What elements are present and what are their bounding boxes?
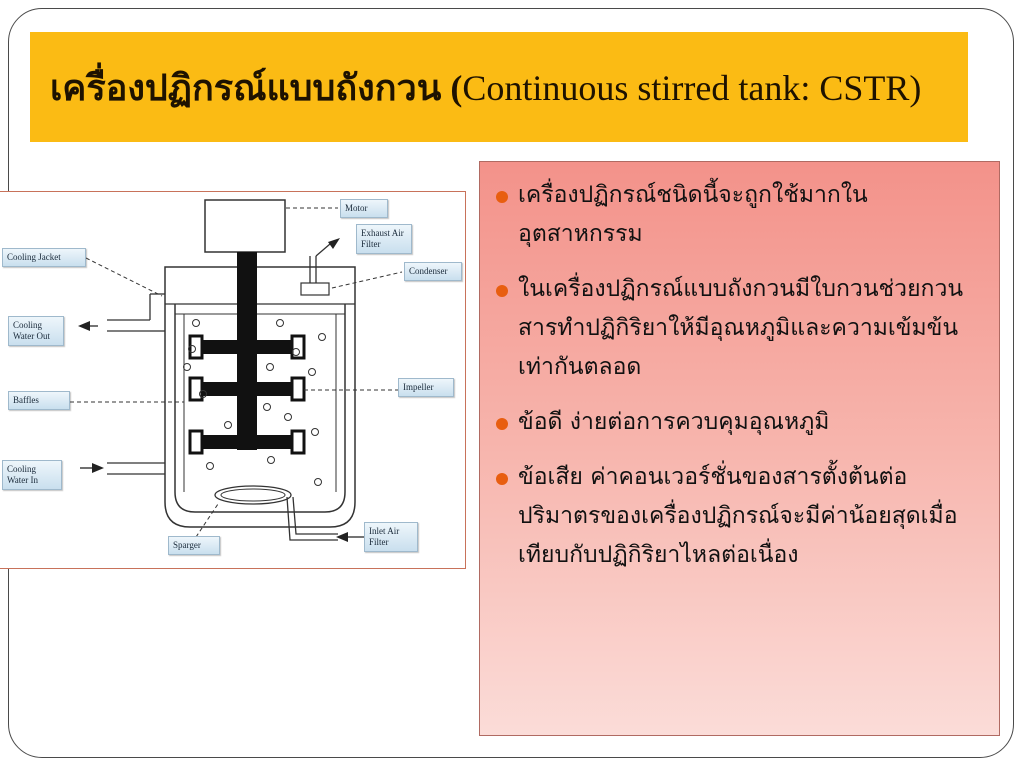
- bullet-dot-icon: [496, 285, 508, 297]
- title-thai: เครื่องปฏิกรณ์แบบถังกวน (: [50, 67, 463, 108]
- bullet-text: ในเครื่องปฏิกรณ์แบบถังกวนมีใบกวนช่วยกวนส…: [518, 276, 964, 380]
- label-cooling-jacket: Cooling Jacket: [2, 248, 86, 267]
- slide-title: เครื่องปฏิกรณ์แบบถังกวน (Continuous stir…: [50, 59, 921, 116]
- label-cooling-water-out: Cooling Water Out: [8, 316, 64, 346]
- bullet-dot-icon: [496, 191, 508, 203]
- bullet-text: ข้อเสีย ค่าคอนเวอร์ชั่นของสารตั้งต้นต่อป…: [518, 464, 958, 568]
- title-english: Continuous stirred tank: CSTR): [462, 67, 922, 108]
- label-baffles: Baffles: [8, 391, 70, 410]
- bullet-dot-icon: [496, 473, 508, 485]
- title-bar: เครื่องปฏิกรณ์แบบถังกวน (Continuous stir…: [30, 32, 968, 142]
- bullet-item: ในเครื่องปฏิกรณ์แบบถังกวนมีใบกวนช่วยกวนส…: [496, 270, 985, 387]
- cstr-diagram: Motor Exhaust Air Filter Condenser Cooli…: [0, 191, 466, 569]
- label-impeller: Impeller: [398, 378, 454, 397]
- bullet-item: ข้อดี ง่ายต่อการควบคุมอุณหภูมิ: [496, 403, 985, 442]
- label-sparger: Sparger: [168, 536, 220, 555]
- bullet-item: เครื่องปฏิกรณ์ชนิดนี้จะถูกใช้มากในอุตสาห…: [496, 176, 985, 254]
- label-exhaust-air-filter: Exhaust Air Filter: [356, 224, 412, 254]
- bullet-dot-icon: [496, 418, 508, 430]
- label-motor: Motor: [340, 199, 388, 218]
- bullet-list: เครื่องปฏิกรณ์ชนิดนี้จะถูกใช้มากในอุตสาห…: [480, 162, 999, 575]
- label-cooling-water-in: Cooling Water In: [2, 460, 62, 490]
- bullet-text: ข้อดี ง่ายต่อการควบคุมอุณหภูมิ: [518, 409, 830, 435]
- bullet-text: เครื่องปฏิกรณ์ชนิดนี้จะถูกใช้มากในอุตสาห…: [518, 182, 868, 247]
- bullet-item: ข้อเสีย ค่าคอนเวอร์ชั่นของสารตั้งต้นต่อป…: [496, 458, 985, 575]
- label-inlet-air-filter: Inlet Air Filter: [364, 522, 418, 552]
- label-condenser: Condenser: [404, 262, 462, 281]
- bullet-panel: เครื่องปฏิกรณ์ชนิดนี้จะถูกใช้มากในอุตสาห…: [479, 161, 1000, 736]
- cstr-drawing: [70, 199, 403, 542]
